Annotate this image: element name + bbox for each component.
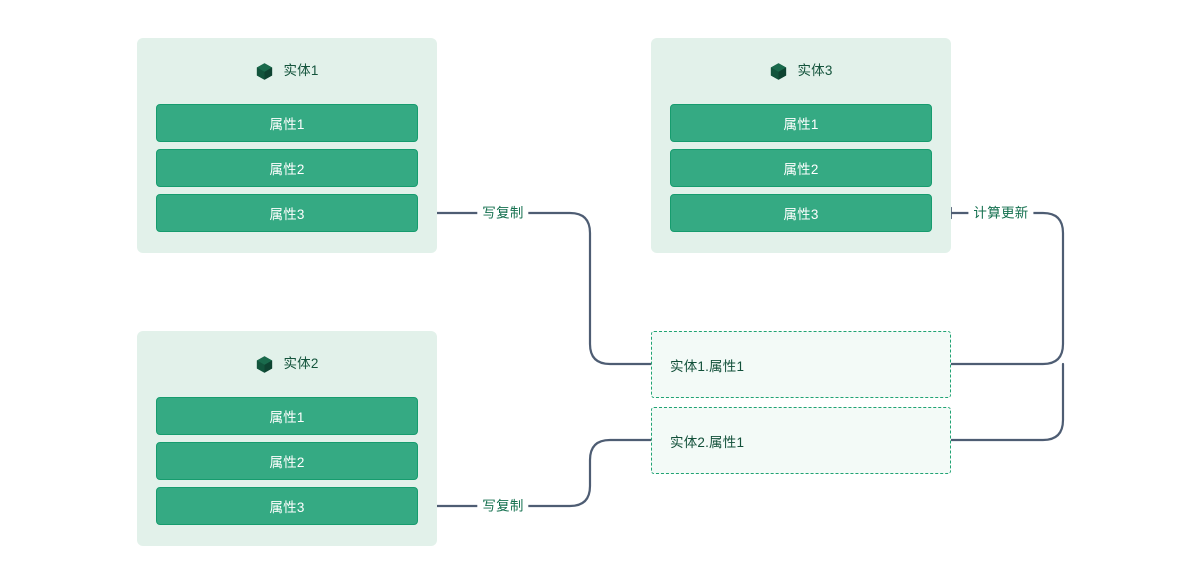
edge-compute-update-from-derived-1 (936, 206, 1065, 366)
attribute-box[interactable]: 属性2 (156, 149, 418, 187)
attribute-list: 属性1 属性2 属性3 (156, 104, 418, 232)
entity-title: 实体1 (283, 63, 319, 79)
entity-card-3[interactable]: 实体3 属性1 属性2 属性3 (651, 38, 951, 253)
edge-label-cow-bottom: 写复制 (477, 498, 529, 514)
attribute-box[interactable]: 属性1 (156, 104, 418, 142)
edge-label-cow-top: 写复制 (477, 205, 529, 221)
derived-node-entity1-attr1[interactable]: 实体1.属性1 (651, 331, 951, 398)
attribute-box[interactable]: 属性3 (670, 194, 932, 232)
entity-header: 实体2 (137, 353, 437, 375)
derived-node-label: 实体2.属性1 (670, 434, 745, 450)
attribute-box[interactable]: 属性3 (156, 194, 418, 232)
entity-title: 实体2 (283, 356, 319, 372)
attribute-box[interactable]: 属性3 (156, 487, 418, 525)
entity-header: 实体3 (651, 60, 951, 82)
attribute-list: 属性1 属性2 属性3 (670, 104, 932, 232)
entity-header: 实体1 (137, 60, 437, 82)
edge-cow-bottom-to-entity2 (421, 438, 653, 513)
attribute-box[interactable]: 属性2 (670, 149, 932, 187)
edge-compute-update-from-derived-2 (948, 362, 1065, 442)
entity-card-2[interactable]: 实体2 属性1 属性2 属性3 (137, 331, 437, 546)
derived-node-label: 实体1.属性1 (670, 358, 745, 374)
cube-icon (257, 355, 273, 373)
cube-icon (771, 62, 787, 80)
edge-cow-top-to-entity1 (421, 206, 653, 366)
attribute-list: 属性1 属性2 属性3 (156, 397, 418, 525)
entity-card-1[interactable]: 实体1 属性1 属性2 属性3 (137, 38, 437, 253)
attribute-box[interactable]: 属性1 (156, 397, 418, 435)
entity-title: 实体3 (797, 63, 833, 79)
cube-icon (257, 62, 273, 80)
derived-node-entity2-attr1[interactable]: 实体2.属性1 (651, 407, 951, 474)
attribute-box[interactable]: 属性2 (156, 442, 418, 480)
attribute-box[interactable]: 属性1 (670, 104, 932, 142)
edge-label-compute-update: 计算更新 (968, 205, 1034, 221)
